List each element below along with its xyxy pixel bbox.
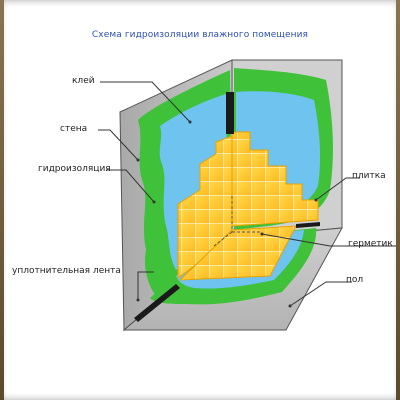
- diagram-title: Схема гидроизоляции влажного помещения: [91, 30, 309, 40]
- image-frame-right: [396, 0, 400, 400]
- label-sealing-tape: уплотнительная лента: [12, 266, 121, 276]
- label-waterproofing: гидроизоляция: [38, 164, 111, 174]
- label-sealant: герметик: [348, 239, 393, 249]
- sealing-tape-corner: [226, 92, 234, 134]
- leader-floor-dot: [288, 304, 292, 308]
- leader-waterproofing: [106, 169, 155, 203]
- leader-floor: [289, 281, 352, 307]
- leader-sealing-tape: [137, 271, 154, 300]
- label-tile: плитка: [352, 171, 386, 181]
- leader-sealant: [261, 233, 396, 247]
- sealing-tape-left-bottom: [134, 284, 180, 322]
- leader-glue: [100, 81, 191, 123]
- leader-sealing-tape-dot: [136, 298, 140, 302]
- label-glue: клей: [72, 76, 95, 86]
- leader-wall: [98, 129, 139, 161]
- sealing-tape-right-bottom: [296, 222, 320, 228]
- tile-right-wall: [231, 131, 319, 227]
- leader-sealant-dot: [260, 232, 264, 236]
- leader-glue-dot: [188, 120, 192, 124]
- leader-tile-dot: [314, 198, 318, 202]
- sealant-diagonal-line: [213, 231, 233, 247]
- leader-waterproofing-dot: [152, 200, 156, 204]
- tile-floor: [178, 225, 297, 281]
- label-wall: стена: [60, 124, 88, 134]
- image-frame-left: [0, 0, 4, 400]
- leader-wall-dot: [136, 158, 140, 162]
- leader-tile: [315, 177, 360, 201]
- label-floor: пол: [346, 275, 364, 285]
